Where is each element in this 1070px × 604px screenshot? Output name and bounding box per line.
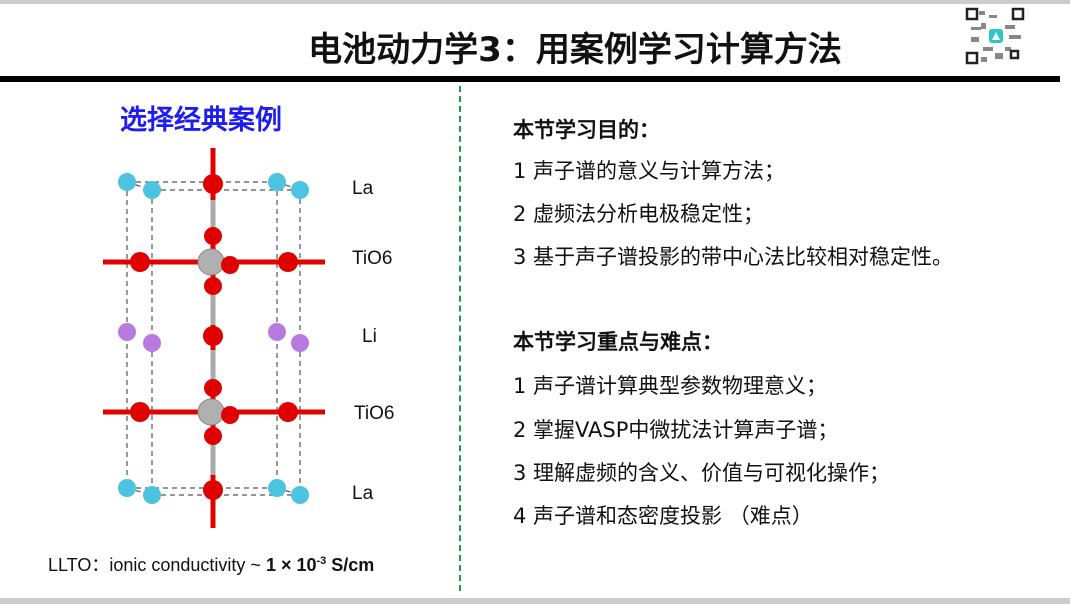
caption-unit: S/cm	[326, 555, 375, 575]
header-rule	[0, 76, 1060, 82]
keypoint-item: 2 掌握VASP中微扰法计算声子谱；	[513, 418, 839, 442]
caption-prefix: LLTO：ionic conductivity ~	[48, 555, 266, 575]
caption-value: 1 × 10	[265, 555, 317, 575]
top-border	[0, 0, 1070, 4]
objective-item: 1 声子谱的意义与计算方法；	[513, 159, 786, 183]
layer-label-la-bottom: La	[352, 483, 374, 504]
slide-title: 电池动力学3：用案例学习计算方法	[308, 30, 842, 70]
caption-exponent: -3	[316, 555, 327, 567]
keypoint-item: 1 声子谱计算典型参数物理意义；	[513, 374, 828, 398]
layer-label-li: Li	[362, 326, 377, 347]
layer-label-tio6-upper: TiO6	[352, 248, 393, 269]
layer-label-tio6-lower: TiO6	[354, 403, 395, 424]
objective-item: 2 虚频法分析电极稳定性；	[513, 202, 765, 226]
objective-item: 3 基于声子谱投影的带中心法比较相对稳定性。	[513, 245, 954, 269]
column-divider	[459, 86, 461, 591]
left-heading: 选择经典案例	[120, 105, 282, 136]
llto-crystal-structure	[103, 148, 325, 528]
keypoint-item: 3 理解虚频的含义、价值与可视化操作；	[513, 461, 891, 485]
bottom-border	[0, 598, 1070, 604]
layer-label-la-top: La	[352, 178, 374, 199]
qr-code-icon	[965, 7, 1027, 67]
keypoint-item: 4 声子谱和态密度投影 （难点）	[513, 504, 813, 528]
objectives-title: 本节学习目的：	[513, 118, 660, 142]
keypoints-title: 本节学习重点与难点：	[513, 330, 723, 354]
conductivity-caption: LLTO：ionic conductivity ~ 1 × 10-3 S/cm	[48, 551, 374, 577]
